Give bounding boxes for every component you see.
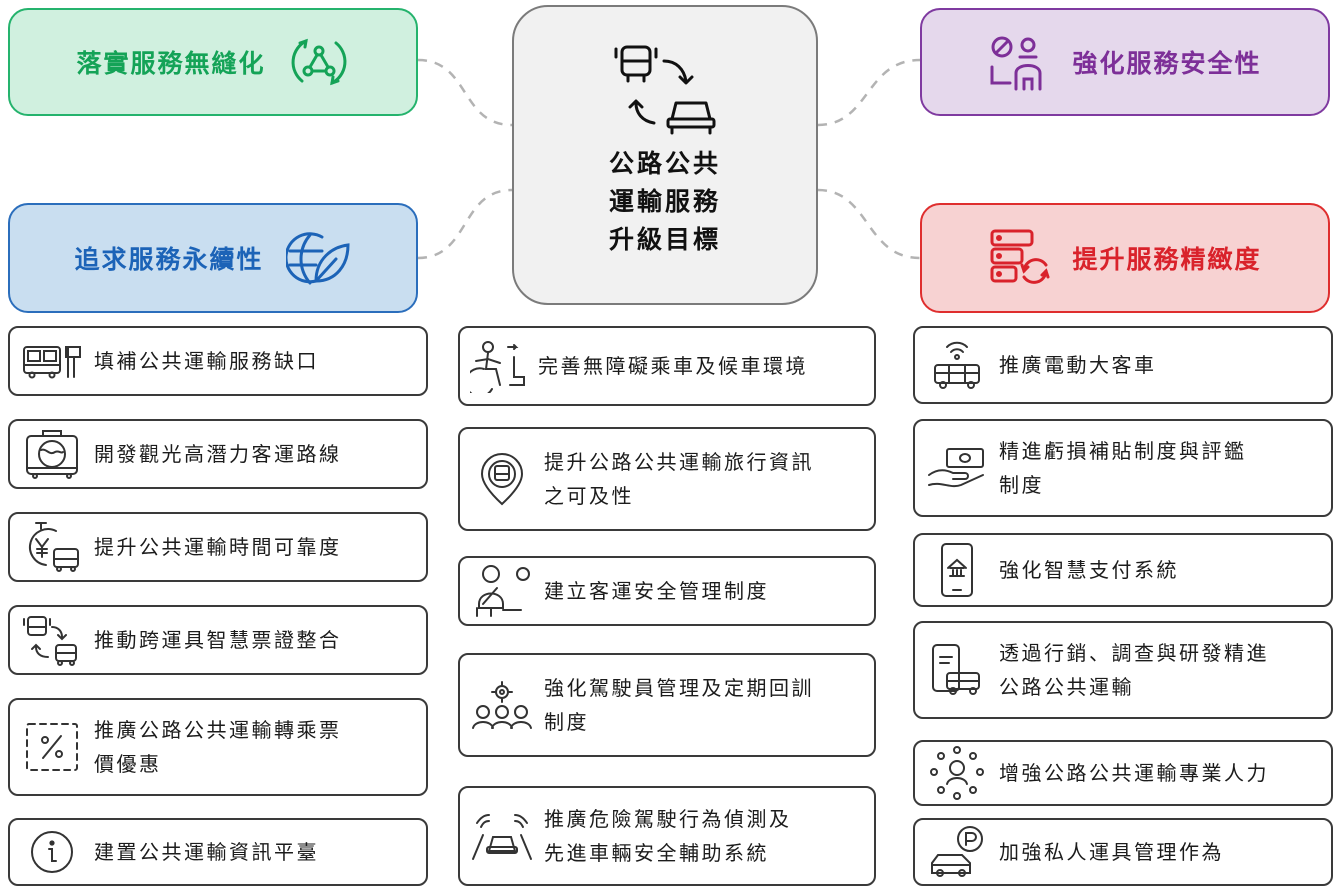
action-text-line: 加強私人運具管理作為 [999, 840, 1224, 864]
accessibility-seat-icon [470, 341, 525, 393]
action-text-line: 強化智慧支付系統 [999, 558, 1179, 582]
goal-sustainable: 追求服務永續性 [8, 203, 418, 313]
action-text-line: 制度 [544, 710, 589, 734]
action-text: 推廣危險駕駛行為偵測及 先進車輛安全輔助系統 [544, 802, 792, 870]
globe-leaf-icon [285, 232, 350, 285]
action-text-line: 強化駕駛員管理及定期回訓 [544, 676, 814, 700]
action-text: 增強公路公共運輸專業人力 [999, 756, 1269, 790]
action-text-line: 先進車輛安全輔助系統 [544, 841, 769, 865]
action-text: 提升公路公共運輸旅行資訊 之可及性 [544, 445, 814, 513]
professional-network-icon [930, 746, 984, 800]
goal-refinement: 提升服務精緻度 [920, 203, 1330, 313]
action-text: 透過行銷、調查與研發精進 公路公共運輸 [999, 636, 1269, 704]
network-cycle-icon [291, 38, 346, 86]
goal-seamless-label: 落實服務無縫化 [76, 49, 266, 78]
action-text: 完善無障礙乘車及候車環境 [538, 349, 808, 383]
bus-transfer-icon [23, 616, 77, 666]
action-text-line: 制度 [999, 473, 1044, 497]
travel-case-icon [26, 430, 78, 479]
action-card-middle-1: 完善無障礙乘車及候車環境 [458, 326, 876, 406]
center-title: 公路公共 運輸服務 升級目標 [514, 145, 816, 259]
action-text-line: 填補公共運輸服務缺口 [94, 349, 319, 373]
action-card-right-5: 增強公路公共運輸專業人力 [913, 740, 1333, 806]
info-icon [31, 831, 73, 873]
action-text: 強化駕駛員管理及定期回訓 制度 [544, 671, 814, 739]
connector-sustainable [417, 188, 513, 260]
action-text: 填補公共運輸服務缺口 [94, 344, 319, 378]
action-card-right-4: 透過行銷、調查與研發精進 公路公共運輸 [913, 621, 1333, 719]
clock-money-bus-icon [29, 522, 79, 572]
action-text-line: 之可及性 [544, 484, 634, 508]
mobile-payment-icon [941, 543, 973, 597]
action-card-left-4: 推動跨運具智慧票證整合 [8, 605, 428, 675]
action-card-middle-5: 推廣危險駕駛行為偵測及 先進車輛安全輔助系統 [458, 786, 876, 886]
connector-seamless [417, 58, 513, 127]
server-refresh-icon [990, 229, 1050, 284]
action-text: 推廣電動大客車 [999, 348, 1157, 382]
action-text-line: 增強公路公共運輸專業人力 [999, 761, 1269, 785]
bus-car-exchange-icon [614, 45, 716, 135]
parking-car-icon [931, 826, 983, 877]
action-text-line: 價優惠 [94, 752, 162, 776]
seatbelt-passenger-icon [476, 565, 530, 617]
action-card-right-2: 精進虧損補貼制度與評鑑 制度 [913, 419, 1333, 517]
goal-safety: 強化服務安全性 [920, 8, 1330, 116]
action-text-line: 透過行銷、調查與研發精進 [999, 641, 1269, 665]
action-text: 精進虧損補貼制度與評鑑 制度 [999, 434, 1247, 502]
driver-training-icon [472, 681, 532, 729]
action-card-left-3: 提升公共運輸時間可靠度 [8, 512, 428, 582]
action-card-middle-2: 提升公路公共運輸旅行資訊 之可及性 [458, 427, 876, 531]
action-text-line: 推動跨運具智慧票證整合 [94, 628, 342, 652]
action-text-line: 提升公共運輸時間可靠度 [94, 535, 342, 559]
goal-safety-label: 強化服務安全性 [1072, 49, 1262, 78]
action-text-line: 推廣危險駕駛行為偵測及 [544, 807, 792, 831]
action-text: 加強私人運具管理作為 [999, 835, 1224, 869]
bus-stop-icon [23, 346, 81, 379]
action-text-line: 完善無障礙乘車及候車環境 [538, 354, 808, 378]
phone-bus-icon [932, 644, 980, 695]
action-text: 建立客運安全管理制度 [544, 574, 769, 608]
action-text: 推廣公路公共運輸轉乘票 價優惠 [94, 713, 342, 781]
center-title-line-3: 升級目標 [608, 225, 721, 254]
electric-bus-icon [934, 341, 980, 389]
center-title-line-2: 運輸服務 [608, 187, 721, 216]
center-title-line-1: 公路公共 [608, 149, 721, 178]
goal-sustainable-label: 追求服務永續性 [74, 245, 264, 274]
connector-safety [817, 58, 921, 127]
bus-location-pin-icon [480, 453, 524, 506]
connector-refinement [817, 188, 921, 260]
action-text-line: 建立客運安全管理制度 [544, 579, 769, 603]
action-text-line: 開發觀光高潛力客運路線 [94, 442, 342, 466]
action-card-right-6: 加強私人運具管理作為 [913, 818, 1333, 886]
action-text: 提升公共運輸時間可靠度 [94, 530, 342, 564]
action-card-right-3: 強化智慧支付系統 [913, 533, 1333, 607]
action-text-line: 精進虧損補貼制度與評鑑 [999, 439, 1247, 463]
action-card-left-1: 填補公共運輸服務缺口 [8, 326, 428, 396]
action-text: 建置公共運輸資訊平臺 [94, 835, 319, 869]
action-text: 開發觀光高潛力客運路線 [94, 437, 342, 471]
action-card-middle-3: 建立客運安全管理制度 [458, 556, 876, 626]
action-text-line: 推廣電動大客車 [999, 353, 1157, 377]
action-text: 強化智慧支付系統 [999, 553, 1179, 587]
action-card-right-1: 推廣電動大客車 [913, 326, 1333, 404]
action-card-left-2: 開發觀光高潛力客運路線 [8, 419, 428, 489]
action-text-line: 提升公路公共運輸旅行資訊 [544, 450, 814, 474]
goal-seamless: 落實服務無縫化 [8, 8, 418, 116]
discount-coupon-icon [26, 723, 78, 771]
goal-refinement-label: 提升服務精緻度 [1072, 245, 1262, 274]
vehicle-sensor-icon [472, 814, 532, 860]
action-card-left-6: 建置公共運輸資訊平臺 [8, 818, 428, 886]
action-text-line: 公路公共運輸 [999, 675, 1134, 699]
action-text-line: 建置公共運輸資訊平臺 [94, 840, 319, 864]
action-text-line: 推廣公路公共運輸轉乘票 [94, 718, 342, 742]
hand-money-icon [928, 448, 984, 488]
center-goal-box: 公路公共 運輸服務 升級目標 [512, 5, 818, 305]
action-text: 推動跨運具智慧票證整合 [94, 623, 342, 657]
action-card-left-5: 推廣公路公共運輸轉乘票 價優惠 [8, 698, 428, 796]
safe-driver-icon [990, 36, 1042, 91]
action-card-middle-4: 強化駕駛員管理及定期回訓 制度 [458, 653, 876, 757]
